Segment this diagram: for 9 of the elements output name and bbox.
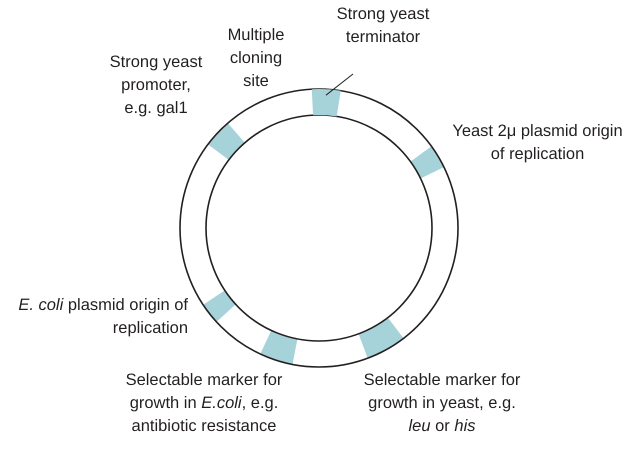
part-label: Strong yeast promoter, e.g. gal1 (108, 52, 204, 119)
part-label: Yeast 2μ plasmid origin of replication (451, 121, 624, 165)
part-label: Selectable marker for growth in E.coli, e.g. antibiotic resistance (125, 370, 283, 437)
part-label: Multiple cloning site (226, 25, 286, 92)
plasmid-segment (312, 89, 341, 116)
part-label: E. coli plasmid origin of replication (17, 295, 188, 339)
part-label: Selectable marker for growth in yeast, e.g. leu or his (362, 370, 522, 437)
part-label: Strong yeast terminator (333, 3, 433, 49)
leader-line (325, 74, 354, 96)
